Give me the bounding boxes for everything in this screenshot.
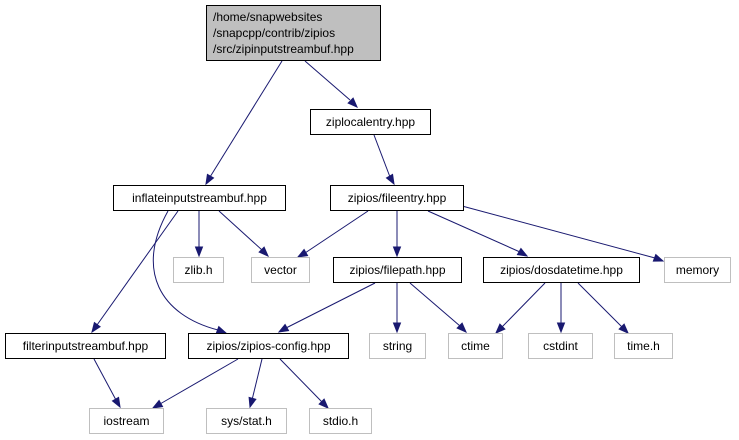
node-fileentry[interactable]: zipios/fileentry.hpp xyxy=(330,185,464,211)
edge-line xyxy=(373,134,391,178)
node-zlib-label: zlib.h xyxy=(184,263,212,277)
node-string: string xyxy=(369,333,426,359)
edge-fileentry-to-dosdatetime xyxy=(427,210,529,257)
edges-layer xyxy=(91,60,665,409)
node-zipios-config-label: zipios/zipios-config.hpp xyxy=(206,339,330,353)
node-main-line-2: /snapcpp/contrib/zipios xyxy=(213,26,335,40)
edge-filterinputstreambuf-to-iostream xyxy=(93,358,121,409)
edge-filepath-to-zipiosconfig xyxy=(277,282,376,333)
node-stdio-h-label: stdio.h xyxy=(323,414,358,428)
node-iostream: iostream xyxy=(89,408,164,434)
node-memory-label: memory xyxy=(676,263,719,277)
edge-line xyxy=(218,210,263,251)
edge-line xyxy=(577,282,623,328)
arrowhead-icon xyxy=(91,321,101,334)
arrowhead-icon xyxy=(495,323,506,334)
node-ctime: ctime xyxy=(448,333,503,359)
node-zlib: zlib.h xyxy=(173,257,224,283)
edge-line xyxy=(409,282,461,327)
edge-line xyxy=(93,358,117,401)
node-filterinputstreambuf-label: filterinputstreambuf.hpp xyxy=(23,339,149,353)
node-vector-label: vector xyxy=(264,263,297,277)
arrowhead-icon xyxy=(318,398,329,409)
node-filepath[interactable]: zipios/filepath.hpp xyxy=(333,257,462,283)
node-main-line-3: /src/zipinputstreambuf.hpp xyxy=(213,42,354,56)
edge-ziplocalentry-to-fileentry xyxy=(373,134,395,186)
edge-zipiosconfig-to-iostream xyxy=(151,358,239,409)
node-dosdatetime[interactable]: zipios/dosdatetime.hpp xyxy=(483,257,640,283)
edge-inflateinputstreambuf-to-filterinputstreambuf xyxy=(91,210,179,334)
arrowhead-icon xyxy=(556,322,566,334)
node-filterinputstreambuf[interactable]: filterinputstreambuf.hpp xyxy=(5,333,166,359)
node-main-line-1: /home/snapwebsites xyxy=(213,10,322,24)
node-sys-stat-h-label: sys/stat.h xyxy=(221,414,272,428)
edge-line xyxy=(152,210,219,331)
node-iostream-label: iostream xyxy=(103,414,149,428)
node-ctime-label: ctime xyxy=(461,339,490,353)
node-cstdint-label: cstdint xyxy=(543,339,578,353)
edge-line xyxy=(251,358,263,401)
node-string-label: string xyxy=(383,339,412,353)
node-cstdint: cstdint xyxy=(528,333,593,359)
node-ziplocalentry-label: ziplocalentry.hpp xyxy=(326,115,415,129)
edge-main-to-inflateinputstreambuf xyxy=(205,60,283,186)
arrowhead-icon xyxy=(392,322,402,334)
arrowhead-icon xyxy=(277,323,290,333)
arrowhead-icon xyxy=(385,173,395,186)
node-fileentry-label: zipios/fileentry.hpp xyxy=(348,191,447,205)
node-ziplocalentry[interactable]: ziplocalentry.hpp xyxy=(310,109,431,135)
node-vector: vector xyxy=(251,257,310,283)
edge-line xyxy=(285,282,376,329)
node-time-h-label: time.h xyxy=(627,339,660,353)
node-time-h: time.h xyxy=(614,333,673,359)
arrowhead-icon xyxy=(652,253,665,262)
edge-filepath-to-string xyxy=(392,283,402,334)
node-dosdatetime-label: zipios/dosdatetime.hpp xyxy=(500,263,623,277)
node-zipios-config[interactable]: zipios/zipios-config.hpp xyxy=(188,333,349,359)
node-inflateinputstreambuf-label: inflateinputstreambuf.hpp xyxy=(132,191,267,205)
edge-fileentry-to-memory xyxy=(461,205,665,262)
node-stdio-h: stdio.h xyxy=(309,408,372,434)
node-filepath-label: zipios/filepath.hpp xyxy=(349,263,445,277)
edge-line xyxy=(159,358,239,405)
node-main-file[interactable]: /home/snapwebsites /snapcpp/contrib/zipi… xyxy=(206,5,381,61)
arrowhead-icon xyxy=(296,248,309,258)
arrowhead-icon xyxy=(205,173,215,186)
edge-main-to-ziplocalentry xyxy=(304,60,358,108)
edge-inflateinputstreambuf-to-vector xyxy=(218,210,269,257)
arrowhead-icon xyxy=(618,323,629,334)
edge-line xyxy=(209,60,283,178)
edge-dosdatetime-to-cstdint xyxy=(556,283,566,334)
arrowhead-icon xyxy=(248,396,257,409)
edge-line xyxy=(501,282,546,328)
edge-zipiosconfig-to-sysstat xyxy=(248,358,263,409)
node-memory: memory xyxy=(664,257,731,283)
edge-filepath-to-ctime xyxy=(409,282,467,333)
arrowhead-icon xyxy=(456,322,467,333)
node-inflateinputstreambuf[interactable]: inflateinputstreambuf.hpp xyxy=(113,185,286,211)
edge-line xyxy=(279,358,323,403)
edge-fileentry-to-vector xyxy=(296,210,369,258)
edge-inflateinputstreambuf-to-zlib xyxy=(194,211,204,258)
edge-inflateinputstreambuf-to-zipiosconfig xyxy=(152,210,228,334)
edge-line xyxy=(461,205,656,259)
arrowhead-icon xyxy=(194,246,204,258)
edge-zipiosconfig-to-stdio xyxy=(279,358,329,409)
arrowhead-icon xyxy=(215,325,228,334)
arrowhead-icon xyxy=(111,396,121,409)
arrowhead-icon xyxy=(151,399,164,409)
edge-dosdatetime-to-timeh xyxy=(577,282,629,334)
edge-line xyxy=(304,210,369,254)
edge-line xyxy=(304,60,351,101)
edge-line xyxy=(427,210,521,253)
arrowhead-icon xyxy=(258,246,269,257)
arrowhead-icon xyxy=(516,247,529,257)
edge-fileentry-to-filepath xyxy=(392,211,402,258)
edge-line xyxy=(96,210,179,326)
edge-dosdatetime-to-ctime xyxy=(495,282,546,334)
arrowhead-icon xyxy=(347,97,358,108)
node-sys-stat-h: sys/stat.h xyxy=(206,408,287,434)
arrowhead-icon xyxy=(392,246,402,258)
